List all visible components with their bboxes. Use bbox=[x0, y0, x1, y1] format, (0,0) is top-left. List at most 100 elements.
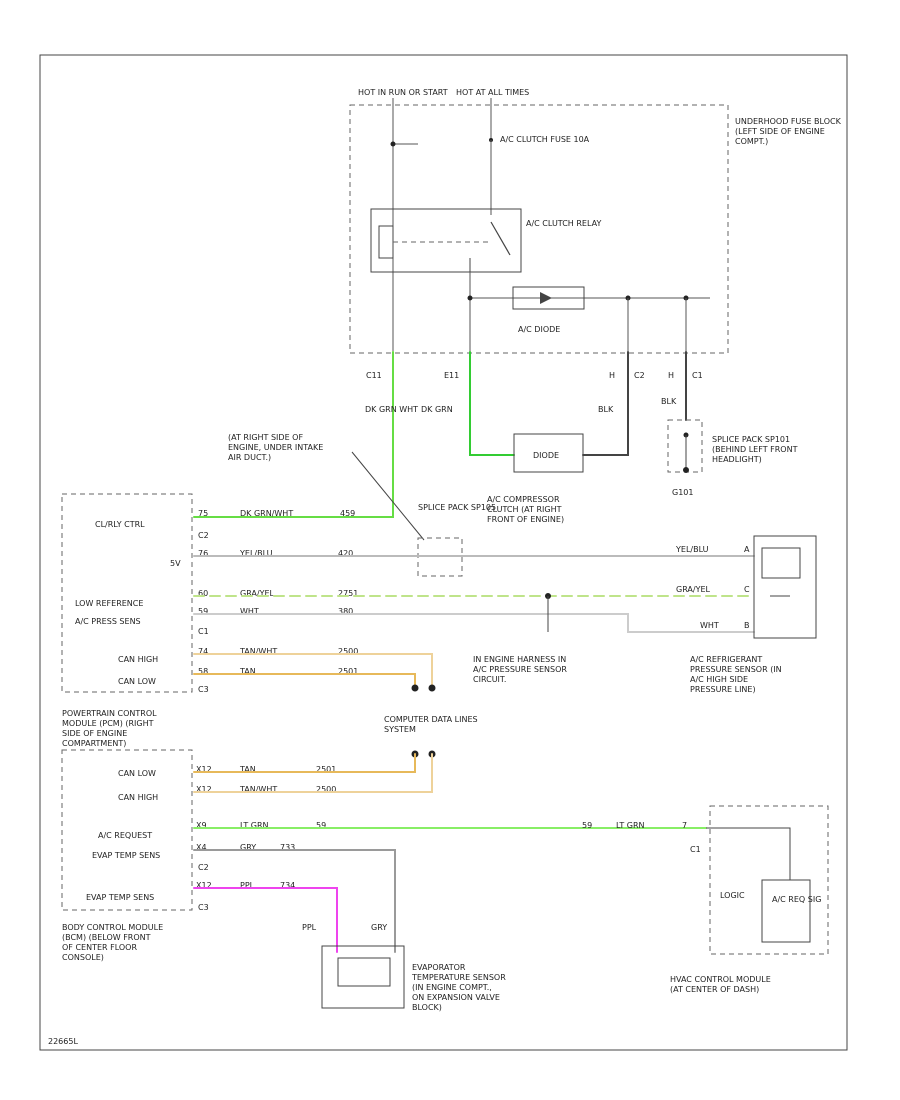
wire-tan-bcm[interactable] bbox=[193, 753, 416, 773]
outer-frame bbox=[39, 54, 848, 1051]
wire-tan-wht-pcm[interactable] bbox=[193, 653, 433, 689]
wire-clrly-circuit: 459 bbox=[340, 509, 355, 518]
bcm-pin-canhigh: X12 bbox=[196, 785, 212, 794]
wire-label-blk-c1: BLK bbox=[661, 397, 677, 406]
pcm-c2-a: C2 bbox=[198, 531, 209, 540]
fuse-label: A/C CLUTCH FUSE 10A bbox=[500, 135, 590, 144]
wire-canhigh-color: TAN/WHT bbox=[239, 647, 277, 656]
relay-coil-icon bbox=[378, 221, 511, 272]
wire-clrly-color: DK GRN/WHT bbox=[240, 509, 293, 518]
splice-sp101-box bbox=[667, 419, 703, 473]
hvac-wire-circuit: 59 bbox=[582, 821, 592, 830]
pcm-pin-v5: 76 bbox=[198, 549, 208, 558]
bcm-evap1-circuit: 733 bbox=[280, 843, 295, 852]
wire-canhigh-circuit: 2500 bbox=[338, 647, 358, 656]
bcm-evap1-color: GRY bbox=[240, 843, 256, 852]
splice-sp105-label: SPLICE PACK SP105 bbox=[418, 503, 496, 512]
bcm-evap-temp-label-2: EVAP TEMP SENS bbox=[86, 893, 154, 902]
pcm-pin-canhigh: 74 bbox=[198, 647, 208, 656]
fuse-block-outline bbox=[349, 104, 729, 354]
evap-sensor-box[interactable] bbox=[321, 945, 405, 1009]
hvac-internal-wire bbox=[706, 827, 791, 880]
fuse-block-label: UNDERHOOD FUSE BLOCK (LEFT SIDE OF ENGIN… bbox=[735, 117, 843, 146]
hvac-wire-color: LT GRN bbox=[616, 821, 645, 830]
wire-v5-color: YEL/BLU bbox=[239, 549, 273, 558]
clutch-relay-box[interactable] bbox=[370, 208, 522, 273]
bcm-req-color: LT GRN bbox=[240, 821, 269, 830]
sensor-pin-c-color: GRA/YEL bbox=[676, 585, 711, 594]
conn-e11: E11 bbox=[444, 371, 459, 380]
pcm-v5-label: 5V bbox=[170, 559, 181, 568]
diode-wiring bbox=[467, 272, 710, 352]
diode-icon bbox=[540, 292, 552, 304]
bcm-can-low-label: CAN LOW bbox=[118, 769, 156, 778]
pcm-clrly-label: CL/RLY CTRL bbox=[95, 520, 145, 529]
wire-blk-c2[interactable] bbox=[582, 351, 629, 456]
bcm-req-circuit: 59 bbox=[316, 821, 326, 830]
bcm-pin-canlow: X12 bbox=[196, 765, 212, 774]
sensor-pin-b-color: WHT bbox=[700, 621, 719, 630]
wire-dk-grn[interactable] bbox=[469, 351, 515, 456]
pcm-outline bbox=[61, 493, 193, 693]
hvac-logic: LOGIC bbox=[720, 891, 745, 900]
wire-gry[interactable] bbox=[193, 849, 396, 953]
pressure-sensor-element bbox=[761, 547, 801, 579]
ground-icon bbox=[683, 467, 689, 473]
wire-low-color: GRA/YEL bbox=[240, 589, 275, 598]
pcm-low-ref-label: LOW REFERENCE bbox=[75, 599, 143, 608]
wire-label-dk-grn-wht: DK GRN WHT bbox=[365, 405, 418, 414]
evap-ppl-short: PPL bbox=[302, 923, 317, 932]
sensor-pin-a: A bbox=[744, 545, 750, 554]
pcm-c3: C3 bbox=[198, 685, 209, 694]
bcm-can-high-label: CAN HIGH bbox=[118, 793, 158, 802]
conn-h-c2-pin: H bbox=[609, 371, 615, 380]
wire-dk-grn-wht[interactable] bbox=[193, 351, 394, 518]
pcm-press-label: A/C PRESS SENS bbox=[75, 617, 141, 626]
conn-c11-left: C11 bbox=[366, 371, 382, 380]
bcm-c3: C3 bbox=[198, 903, 209, 912]
wire-low-circuit: 2751 bbox=[338, 589, 358, 598]
wire-press-color: WHT bbox=[240, 607, 259, 616]
bcm-evap2-color: PPL bbox=[240, 881, 255, 890]
hvac-req-box[interactable] bbox=[761, 879, 811, 943]
pcm-pin-press: 59 bbox=[198, 607, 208, 616]
wire-v5-circuit: 420 bbox=[338, 549, 353, 558]
pcm-c1: C1 bbox=[198, 627, 209, 636]
wire-canlow-circuit: 2501 bbox=[338, 667, 358, 676]
pressure-sensor-box[interactable] bbox=[753, 535, 817, 639]
splice-callout-line bbox=[351, 451, 425, 541]
wire-ppl[interactable] bbox=[193, 887, 338, 953]
pcm-pin-canlow: 58 bbox=[198, 667, 208, 676]
wire-tan-pcm[interactable] bbox=[193, 673, 416, 689]
bcm-canlow-color: TAN bbox=[239, 765, 256, 774]
bcm-evap2-circuit: 734 bbox=[280, 881, 295, 890]
pcm-canlow-dot bbox=[411, 684, 419, 692]
bcm-canhigh-color: TAN/WHT bbox=[239, 785, 277, 794]
bcm-pin-req: X9 bbox=[196, 821, 207, 830]
compressor-inner-label: DIODE bbox=[533, 451, 559, 460]
hvac-conn: C1 bbox=[690, 845, 701, 854]
pcm-can-high-label: CAN HIGH bbox=[118, 655, 158, 664]
pcm-pin-low: 60 bbox=[198, 589, 208, 598]
fuse-block-wiring bbox=[390, 98, 493, 352]
bcm-pin-evap1: X4 bbox=[196, 843, 207, 852]
bcm-ac-request-label: A/C REQUEST bbox=[98, 831, 152, 840]
compressor-clutch-box[interactable] bbox=[513, 433, 584, 473]
hvac-label: HVAC CONTROL MODULE(AT CENTER OF DASH) bbox=[670, 975, 771, 994]
bcm-pin-evap2: X12 bbox=[196, 881, 212, 890]
diode-label: A/C DIODE bbox=[518, 325, 560, 334]
ac-diode-box[interactable] bbox=[512, 286, 585, 310]
bcm-canlow-circuit: 2501 bbox=[316, 765, 336, 774]
conn-c1-label: C1 bbox=[692, 371, 703, 380]
hvac-outline bbox=[709, 805, 829, 955]
hvac-req-label: A/C REQ SIG bbox=[772, 895, 821, 904]
wire-tan-wht-bcm[interactable] bbox=[193, 753, 433, 793]
wire-wht[interactable] bbox=[193, 613, 755, 633]
